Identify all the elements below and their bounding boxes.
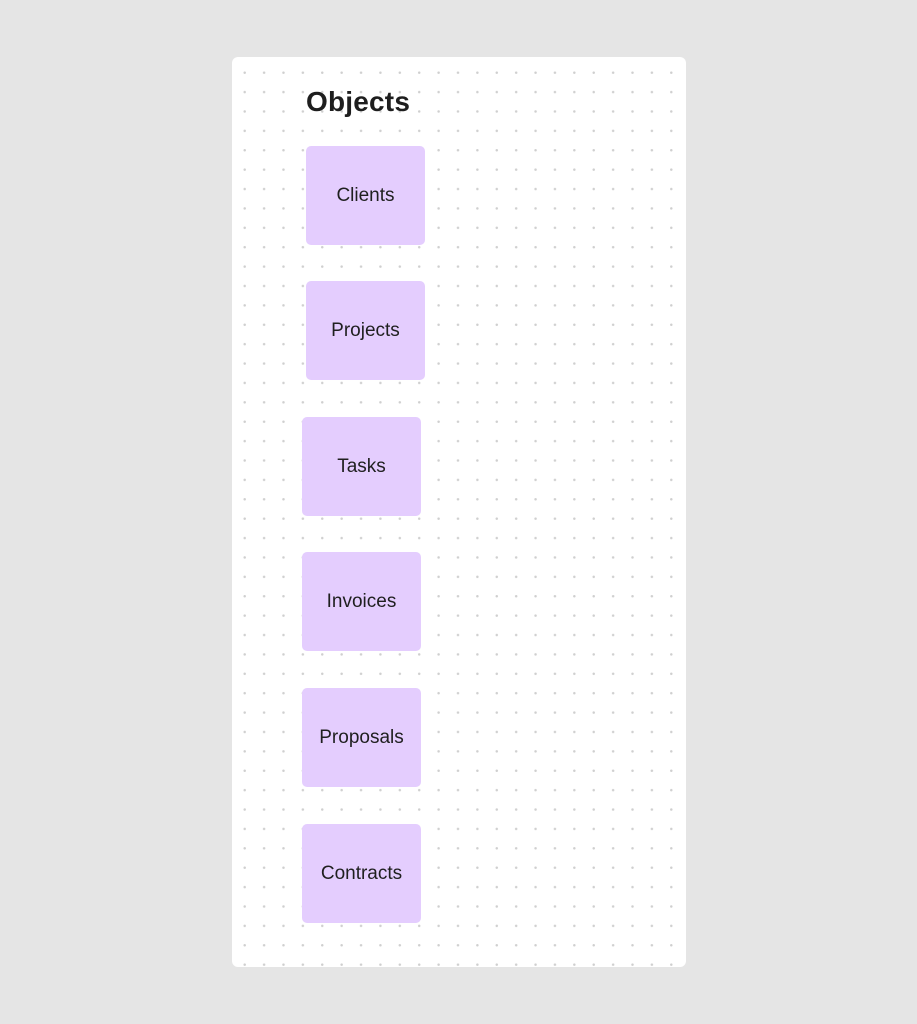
sticky-note-label: Clients <box>336 184 395 206</box>
sticky-note-label: Contracts <box>320 862 403 884</box>
sticky-note-label: Projects <box>331 319 400 341</box>
sticky-note-clients[interactable]: Clients <box>306 146 425 245</box>
canvas-board[interactable] <box>232 57 686 967</box>
section-title: Objects <box>306 86 411 117</box>
sticky-note-label: Proposals <box>319 726 404 748</box>
sticky-note-label: Tasks <box>337 455 386 477</box>
sticky-note-projects[interactable]: Projects <box>306 281 425 380</box>
sticky-note-proposals[interactable]: Proposals <box>302 688 421 787</box>
sticky-note-contracts[interactable]: Contracts <box>302 824 421 923</box>
sticky-note-tasks[interactable]: Tasks <box>302 417 421 516</box>
sticky-note-label: Invoices <box>326 590 397 612</box>
sticky-note-invoices[interactable]: Invoices <box>302 552 421 651</box>
